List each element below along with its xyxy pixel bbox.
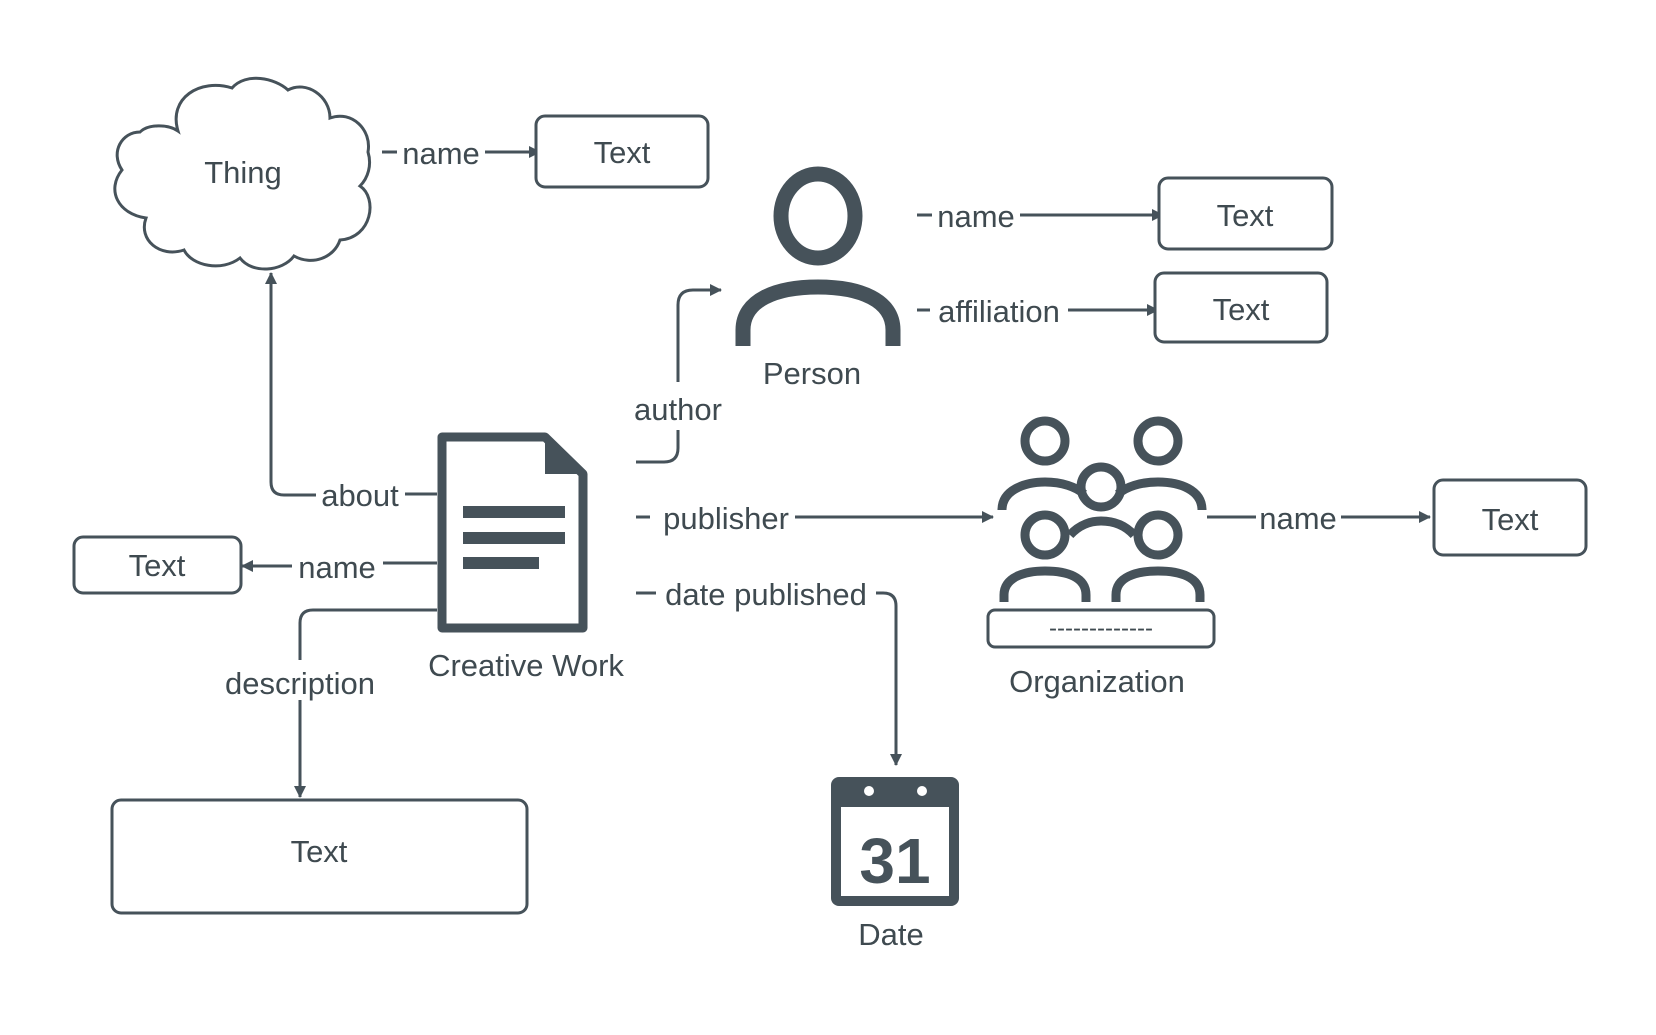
node-label-date: Date <box>858 917 923 952</box>
edge-date-published: date published <box>636 577 902 766</box>
node-date: 31 Date <box>831 777 959 952</box>
edge-label-author: author <box>634 392 722 427</box>
text-box-label: Text <box>594 135 651 170</box>
edge-label-cw-name: name <box>298 550 376 585</box>
edge-description: description <box>225 608 437 798</box>
text-box-label: Text <box>291 834 348 869</box>
person-icon <box>735 166 901 346</box>
node-thing-name-text: Text <box>534 114 710 189</box>
text-box-label: Text <box>129 548 186 583</box>
calendar-day: 31 <box>859 825 930 897</box>
edge-label-date-published: date published <box>665 577 867 612</box>
node-cw-name-text: Text <box>72 535 243 595</box>
node-org-name-text: Text <box>1432 478 1588 557</box>
edge-cw-name: name <box>241 550 437 585</box>
edge-publisher: publisher <box>636 501 994 536</box>
group-icon: ------------- <box>986 416 1216 649</box>
node-thing: Thing <box>113 76 372 271</box>
cloud-icon <box>113 76 372 271</box>
edge-label-org-name: name <box>1259 501 1337 536</box>
edge-thing-name: name <box>382 136 541 171</box>
node-cw-description-text: Text <box>110 798 529 915</box>
node-person-affiliation-text: Text <box>1153 271 1329 344</box>
text-box-label: Text <box>1482 502 1539 537</box>
node-person-name-text: Text <box>1157 176 1334 251</box>
edge-label-about: about <box>321 478 399 513</box>
edge-person-name: name <box>917 199 1164 234</box>
node-label-thing: Thing <box>204 155 282 190</box>
placard-label: ------------- <box>1049 615 1153 642</box>
edge-author: author <box>634 284 722 464</box>
edge-label-publisher: publisher <box>663 501 789 536</box>
node-label-creative-work: Creative Work <box>428 648 624 683</box>
edge-person-affiliation: affiliation <box>917 294 1159 329</box>
text-box-label: Text <box>1217 198 1274 233</box>
edge-org-name: name <box>1207 501 1431 536</box>
document-icon <box>437 432 588 633</box>
edge-about: about <box>265 272 437 513</box>
node-person: Person <box>735 166 901 391</box>
node-organization: ------------- Organization <box>986 416 1216 699</box>
calendar-icon: 31 <box>831 777 959 906</box>
node-label-organization: Organization <box>1009 664 1185 699</box>
edge-label-description: description <box>225 666 375 701</box>
node-label-person: Person <box>763 356 861 391</box>
edge-label-thing-name: name <box>402 136 480 171</box>
text-box-label: Text <box>1213 292 1270 327</box>
node-creative-work: Creative Work <box>428 432 624 683</box>
edge-label-person-affiliation: affiliation <box>938 294 1060 329</box>
edge-label-person-name: name <box>937 199 1015 234</box>
